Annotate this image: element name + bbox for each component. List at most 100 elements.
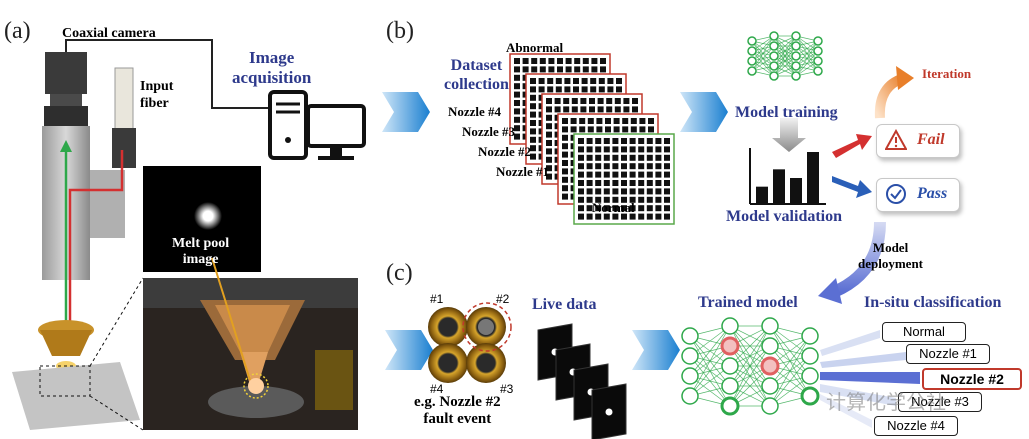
apparatus-illustration bbox=[12, 52, 144, 431]
network-node bbox=[791, 51, 801, 61]
process-arrow-live-model bbox=[632, 330, 680, 370]
model-deployment-label: Model deployment bbox=[858, 240, 923, 271]
network-node bbox=[813, 66, 823, 76]
live-frame bbox=[591, 383, 627, 439]
network-node bbox=[720, 336, 740, 356]
training-network bbox=[747, 31, 823, 81]
camera-body bbox=[45, 52, 87, 94]
nozzle-id-1: #1 bbox=[430, 292, 444, 306]
image-acquisition-label: Image acquisition bbox=[232, 48, 312, 87]
class-nozzle-1: Nozzle #1 bbox=[906, 344, 990, 364]
network-node bbox=[720, 396, 740, 416]
process-arrow-a-b bbox=[382, 92, 430, 132]
network-node bbox=[747, 36, 757, 46]
network-node bbox=[769, 51, 779, 61]
nozzle-2-label: Nozzle #2 bbox=[478, 144, 532, 159]
deployment-arrow bbox=[831, 221, 886, 298]
network-node bbox=[681, 347, 699, 365]
zoom-region-marker bbox=[39, 365, 91, 397]
class-normal: Normal bbox=[882, 322, 966, 342]
process-arrow-c-input bbox=[385, 330, 433, 370]
network-node bbox=[769, 61, 779, 71]
network-node bbox=[813, 36, 823, 46]
network-node bbox=[747, 46, 757, 56]
validation-bar bbox=[790, 178, 802, 204]
network-node bbox=[721, 357, 739, 375]
validation-bar-chart bbox=[749, 148, 826, 205]
network-node bbox=[747, 56, 757, 66]
nozzle-id-3: #3 bbox=[500, 382, 514, 396]
panel-a-label: (a) bbox=[4, 18, 31, 44]
computer-icon bbox=[268, 90, 366, 160]
process-arrow-dataset-model bbox=[680, 92, 728, 132]
network-node bbox=[769, 41, 779, 51]
nozzle-id-2: #2 bbox=[496, 292, 510, 306]
input-fiber-port bbox=[114, 67, 134, 131]
network-node bbox=[761, 337, 779, 355]
classification-beams bbox=[820, 330, 920, 428]
nozzle-4-label: Nozzle #4 bbox=[448, 104, 502, 119]
nozzle bbox=[40, 330, 92, 356]
pass-arrow bbox=[832, 176, 872, 198]
class-nozzle-3: Nozzle #3 bbox=[898, 392, 982, 412]
watermark: 计算化学公社 bbox=[826, 390, 946, 414]
network-node bbox=[801, 327, 819, 345]
network-node bbox=[769, 71, 779, 81]
trained-model-label: Trained model bbox=[698, 294, 798, 311]
network-node bbox=[800, 386, 820, 406]
network-node bbox=[791, 61, 801, 71]
network-node bbox=[721, 377, 739, 395]
network-node bbox=[761, 377, 779, 395]
network-node bbox=[761, 317, 779, 335]
live-data-label: Live data bbox=[532, 296, 597, 313]
camera-cable bbox=[65, 39, 268, 109]
validation-bar bbox=[807, 152, 819, 204]
fail-arrow bbox=[832, 134, 872, 158]
iteration-label: Iteration bbox=[922, 66, 972, 81]
faulty-nozzle-marker bbox=[462, 302, 512, 352]
nozzle-id-4: #4 bbox=[430, 382, 444, 396]
fault-event-label: e.g. Nozzle #2 fault event bbox=[414, 394, 501, 427]
abnormal-label: Abnormal bbox=[506, 40, 564, 55]
network-node bbox=[801, 367, 819, 385]
panel-b-label: (b) bbox=[386, 18, 414, 44]
class-nozzle-4: Nozzle #4 bbox=[874, 416, 958, 436]
nozzle-1-label: Nozzle #1 bbox=[496, 164, 550, 179]
network-node bbox=[813, 46, 823, 56]
melt-pool-pointer bbox=[211, 257, 251, 381]
nozzle-3-label: Nozzle #3 bbox=[462, 124, 516, 139]
normal-image-sheet bbox=[573, 133, 675, 225]
validation-bar bbox=[756, 186, 768, 204]
substrate bbox=[12, 362, 140, 430]
network-node bbox=[721, 317, 739, 335]
fail-label: Fail bbox=[917, 131, 945, 148]
class-nozzle-2: Nozzle #2 bbox=[922, 368, 1022, 390]
trained-network bbox=[681, 317, 820, 416]
pass-box: Pass bbox=[876, 178, 960, 212]
melt-pool-spot bbox=[194, 202, 222, 230]
nozzle-photo bbox=[143, 278, 358, 430]
network-node bbox=[801, 347, 819, 365]
network-node bbox=[791, 31, 801, 41]
input-fiber-label: Input fiber bbox=[140, 79, 174, 111]
dataset-stacks bbox=[509, 53, 675, 225]
network-node bbox=[681, 327, 699, 345]
network-node bbox=[769, 31, 779, 41]
fail-box: Fail bbox=[876, 124, 960, 158]
validation-bar bbox=[773, 169, 785, 204]
panel-c-label: (c) bbox=[386, 260, 413, 286]
network-node bbox=[761, 397, 779, 415]
coaxial-camera-label: Coaxial camera bbox=[62, 26, 156, 41]
insitu-classification-label: In-situ classification bbox=[864, 294, 1002, 311]
dataset-collection-label: Dataset collection bbox=[444, 57, 509, 93]
pass-label: Pass bbox=[917, 185, 948, 202]
network-node bbox=[681, 367, 699, 385]
network-node bbox=[791, 41, 801, 51]
melt-pool-image-label: Melt pool image bbox=[172, 236, 230, 267]
training-to-validation-arrow bbox=[772, 118, 806, 152]
network-node bbox=[760, 356, 780, 376]
network-node bbox=[747, 66, 757, 76]
laser-path-line bbox=[68, 150, 124, 350]
warning-icon bbox=[884, 128, 908, 151]
